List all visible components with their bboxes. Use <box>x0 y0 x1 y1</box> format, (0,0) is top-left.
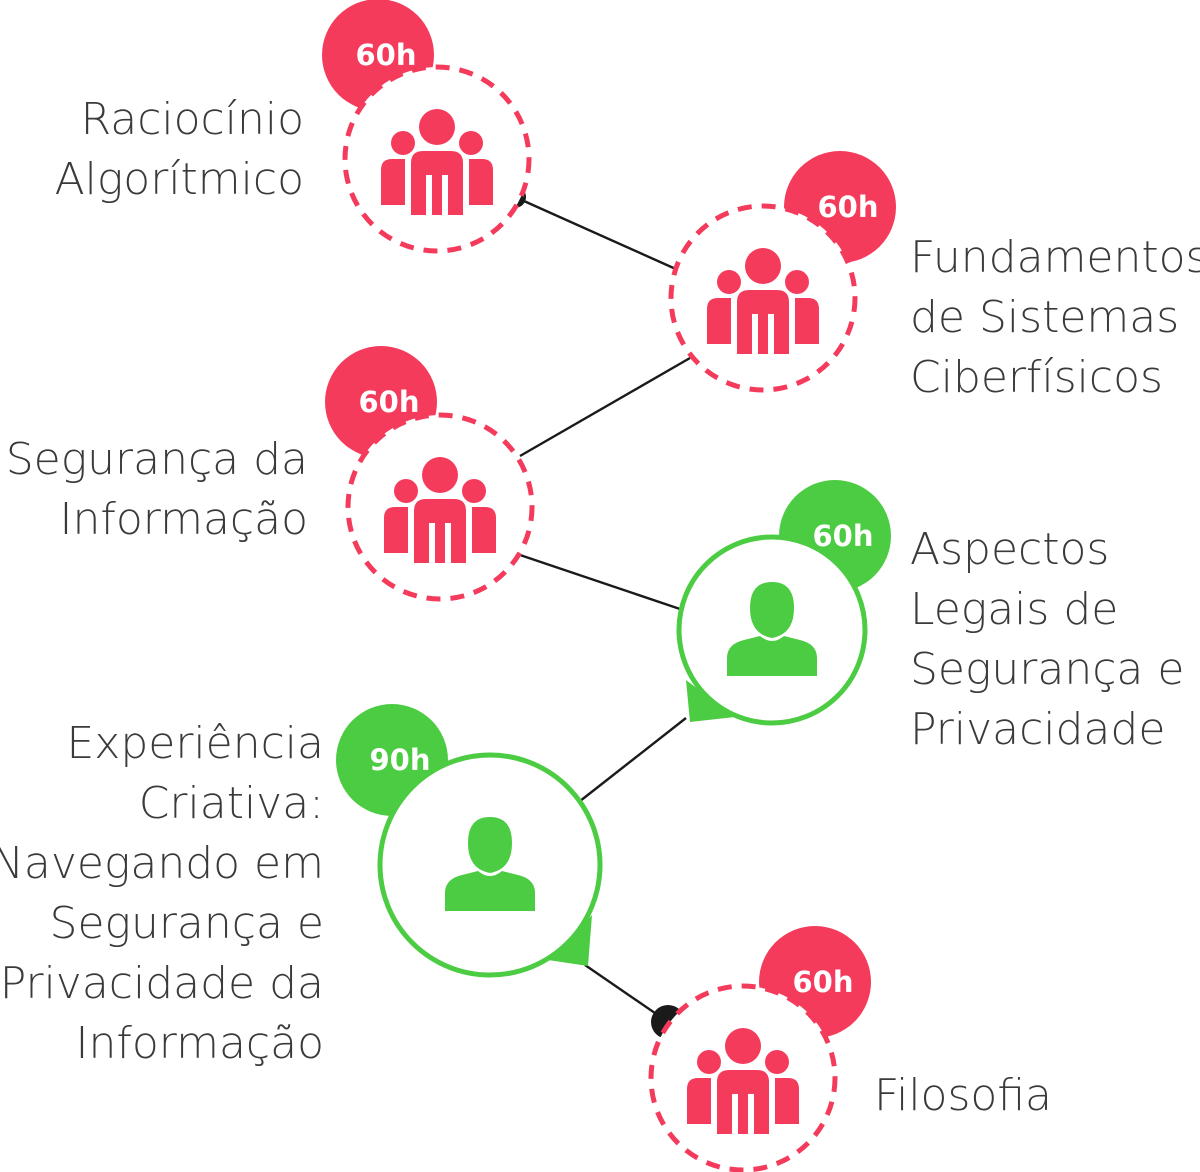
course-node-aspectos[interactable]: 60h <box>676 480 891 726</box>
group-people-icon <box>381 109 493 215</box>
course-node-experiencia[interactable]: 90h <box>336 704 603 978</box>
group-people-icon <box>384 457 496 563</box>
course-node-seguranca[interactable]: 60h <box>325 346 535 602</box>
course-label-filosofia: Filosofia <box>874 1070 1052 1121</box>
course-label-seguranca: Segurança da Informação <box>5 434 308 545</box>
connector-line <box>574 717 687 806</box>
course-node-raciocinio[interactable]: 60h <box>322 0 532 254</box>
hours-badge-label: 90h <box>369 743 430 777</box>
connector-line <box>519 356 691 458</box>
course-node-filosofia[interactable]: 60h <box>648 926 871 1172</box>
course-node-fundamentos[interactable]: 60h <box>668 151 896 393</box>
course-label-raciocinio: Raciocínio Algorítmico <box>54 94 304 205</box>
course-label-experiencia: Experiência Criativa: Navegando em Segur… <box>0 718 324 1069</box>
hours-badge-label: 60h <box>812 519 873 553</box>
single-person-icon <box>445 817 535 911</box>
group-people-icon <box>687 1028 799 1134</box>
hours-badge-label: 60h <box>817 190 878 224</box>
connector-line <box>514 195 679 272</box>
course-label-aspectos: Aspectos Legais de Segurança e Privacida… <box>910 524 1185 755</box>
group-people-icon <box>707 248 819 354</box>
hours-badge-label: 60h <box>358 385 419 419</box>
connector-line <box>519 553 681 611</box>
hours-badge-label: 60h <box>355 38 416 72</box>
single-person-icon <box>727 582 817 676</box>
course-label-fundamentos: Fundamentos de Sistemas Ciberfísicos <box>910 232 1200 403</box>
hours-badge-label: 60h <box>792 965 853 999</box>
